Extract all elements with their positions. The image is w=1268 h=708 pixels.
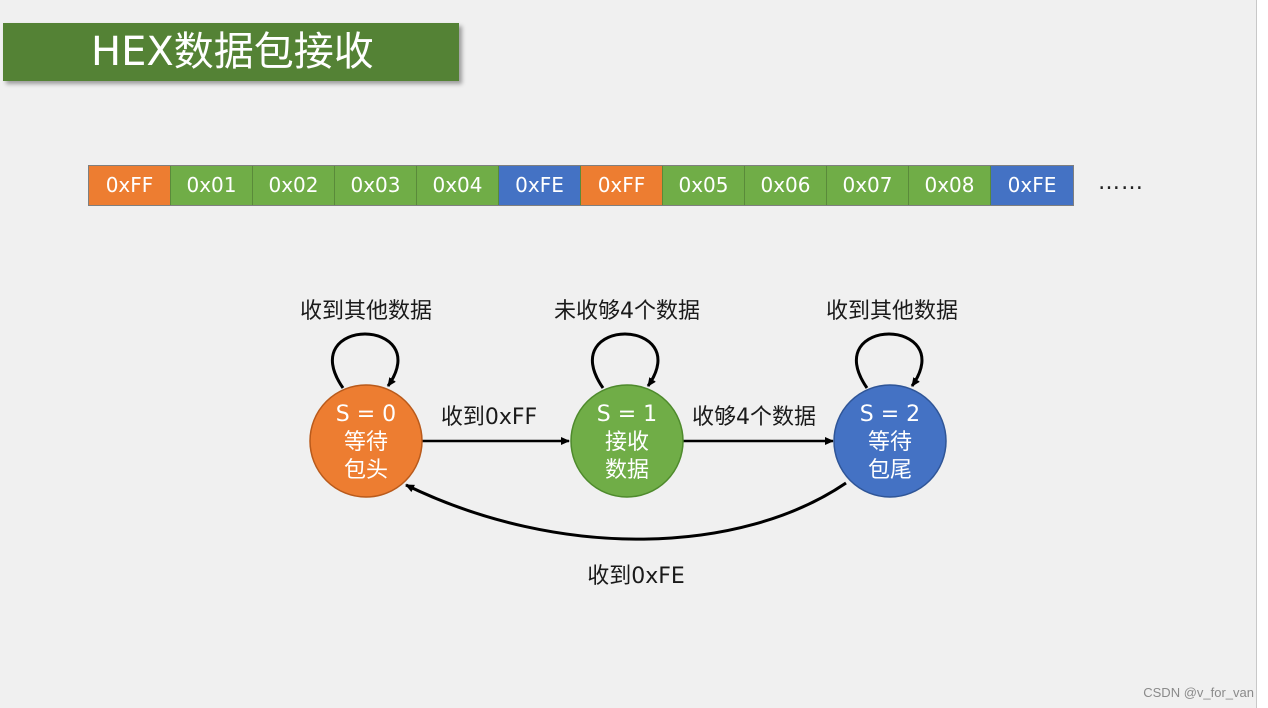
title-banner: HEX数据包接收: [3, 23, 459, 81]
byte-cell-data: 0x01: [171, 166, 253, 205]
state-s0-line-3: 包头: [344, 458, 388, 483]
label-s0-to-s1: 收到0xFF: [441, 405, 537, 430]
state-s2-line-3: 包尾: [868, 458, 912, 483]
state-s1-line-1: S = 1: [597, 402, 657, 427]
byte-cell-data: 0x08: [909, 166, 991, 205]
self-loop-s1: [590, 332, 660, 389]
arrow-s2-to-s0: [405, 481, 847, 541]
label-s1-to-s2: 收够4个数据: [692, 405, 816, 430]
byte-cell-data: 0x04: [417, 166, 499, 205]
byte-cell-data: 0x02: [253, 166, 335, 205]
state-s0-line-2: 等待: [344, 430, 388, 455]
state-s0-circle: [309, 384, 423, 498]
label-s1-self: 未收够4个数据: [554, 299, 700, 324]
state-s0-line-1: S = 0: [336, 402, 396, 427]
self-loop-s0: [330, 332, 400, 389]
page-title: HEX数据包接收: [91, 29, 374, 75]
label-s2-to-s0: 收到0xFE: [587, 564, 685, 589]
byte-cell-header: 0xFF: [581, 166, 663, 205]
byte-cell-data: 0x06: [745, 166, 827, 205]
state-s1-line-3: 数据: [605, 458, 649, 483]
state-s1-circle: [570, 384, 684, 498]
byte-cell-tail: 0xFE: [991, 166, 1073, 205]
sequence-ellipsis: ……: [1098, 170, 1144, 195]
byte-cell-data: 0x07: [827, 166, 909, 205]
label-s2-self: 收到其他数据: [826, 299, 958, 324]
self-loop-s2: [854, 332, 924, 389]
state-s2-line-1: S = 2: [860, 402, 920, 427]
label-s0-self: 收到其他数据: [300, 299, 432, 324]
byte-cell-tail: 0xFE: [499, 166, 581, 205]
watermark: CSDN @v_for_van: [1143, 685, 1254, 700]
byte-cell-data: 0x03: [335, 166, 417, 205]
state-s2-circle: [833, 384, 947, 498]
state-s1-line-2: 接收: [605, 430, 649, 455]
byte-cell-data: 0x05: [663, 166, 745, 205]
byte-cell-header: 0xFF: [89, 166, 171, 205]
state-s2-line-2: 等待: [868, 430, 912, 455]
